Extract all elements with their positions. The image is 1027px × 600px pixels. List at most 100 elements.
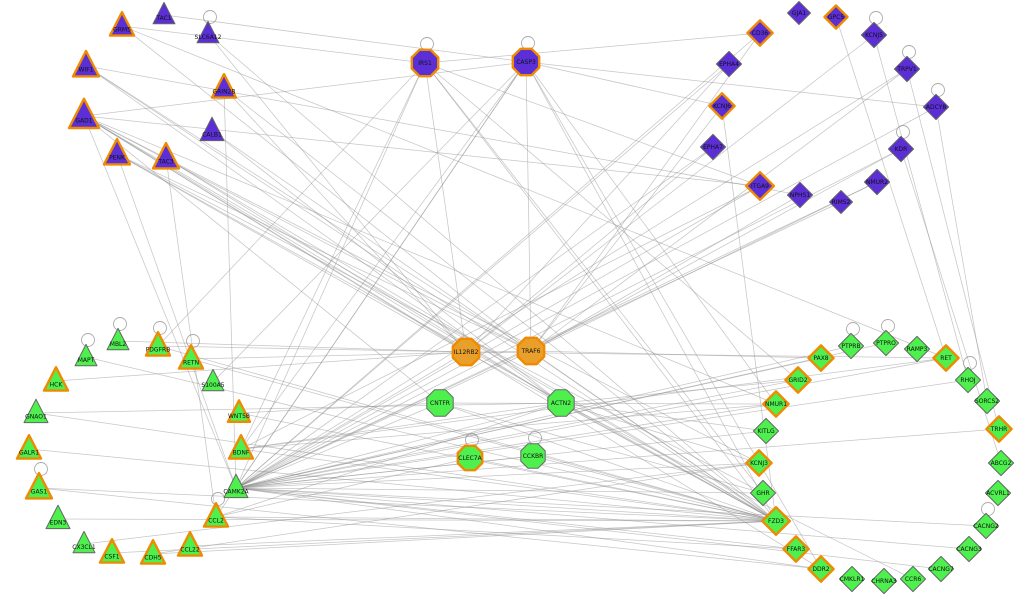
diamond-node-shape[interactable] [872, 329, 900, 357]
triangle-node-shape[interactable] [74, 343, 98, 367]
diamond-node-shape[interactable] [954, 366, 982, 394]
diamond-node-shape[interactable] [784, 366, 812, 394]
diamond-node-shape[interactable] [762, 390, 790, 418]
diamond-node-shape[interactable] [823, 4, 849, 30]
node-acvrl1[interactable]: ACVRL1 [984, 479, 1012, 507]
node-cx3cl1[interactable]: CX3CL1 [72, 530, 96, 554]
triangle-node-shape[interactable] [108, 10, 136, 37]
triangle-node-shape[interactable] [45, 504, 71, 530]
node-cd36[interactable]: CD36 [746, 19, 774, 47]
node-clec7a[interactable]: CLEC7A [456, 444, 484, 472]
octagon-node-shape[interactable] [547, 389, 575, 417]
node-fzd3[interactable]: FZD3 [761, 506, 791, 536]
node-nmur2[interactable]: NMUR2 [863, 168, 891, 196]
diamond-node-shape[interactable] [787, 1, 811, 25]
node-kitlg[interactable]: KITLG [752, 417, 780, 445]
triangle-node-shape[interactable] [106, 327, 130, 351]
node-grm5[interactable]: GRM5 [108, 10, 136, 37]
diamond-node-shape[interactable] [715, 50, 743, 78]
octagon-node-shape[interactable] [456, 444, 484, 472]
triangle-node-shape[interactable] [139, 539, 167, 565]
triangle-node-shape[interactable] [102, 137, 132, 166]
diamond-node-shape[interactable] [932, 344, 960, 372]
node-gja1[interactable]: GJA1 [787, 1, 811, 25]
triangle-node-shape[interactable] [23, 398, 49, 424]
node-gas1[interactable]: GAS1 [24, 471, 54, 500]
node-kcnj5[interactable]: KCNJ5 [860, 21, 888, 49]
diamond-node-shape[interactable] [829, 190, 853, 214]
node-slc6a12[interactable]: SLC6A12 [195, 20, 222, 44]
diamond-node-shape[interactable] [985, 415, 1013, 443]
node-gad1[interactable]: GAD1 [67, 97, 101, 130]
diamond-node-shape[interactable] [870, 567, 898, 595]
node-casp3[interactable]: CASP3 [511, 47, 541, 77]
diamond-node-shape[interactable] [749, 479, 777, 507]
node-kdr[interactable]: KDR [887, 135, 915, 163]
diamond-node-shape[interactable] [972, 512, 1000, 540]
triangle-node-shape[interactable] [210, 72, 238, 99]
node-kcnj3[interactable]: KCNJ3 [745, 449, 773, 477]
node-il12rb2[interactable]: IL12RB2 [451, 337, 481, 367]
node-abcg2[interactable]: ABCG2 [987, 449, 1015, 477]
node-rims2[interactable]: RIMS2 [829, 190, 853, 214]
node-cmklr1[interactable]: CMKLR1 [838, 565, 866, 593]
diamond-node-shape[interactable] [699, 133, 727, 161]
octagon-node-shape[interactable] [451, 337, 481, 367]
diamond-node-shape[interactable] [786, 181, 814, 209]
diamond-node-shape[interactable] [807, 555, 835, 583]
node-ptpro[interactable]: PTPRO [872, 329, 900, 357]
triangle-node-shape[interactable] [226, 399, 252, 423]
node-gnao1[interactable]: GNAO1 [23, 398, 49, 424]
triangle-node-shape[interactable] [67, 97, 101, 130]
triangle-node-shape[interactable] [151, 141, 181, 170]
diamond-node-shape[interactable] [807, 344, 835, 372]
node-pax8[interactable]: PAX8 [807, 344, 835, 372]
triangle-node-shape[interactable] [201, 368, 225, 392]
diamond-node-shape[interactable] [922, 93, 950, 121]
triangle-node-shape[interactable] [72, 530, 96, 554]
diamond-node-shape[interactable] [987, 449, 1015, 477]
node-bdnf[interactable]: BDNF [227, 434, 255, 460]
diamond-node-shape[interactable] [893, 55, 921, 83]
triangle-node-shape[interactable] [199, 116, 225, 142]
diamond-node-shape[interactable] [761, 506, 791, 536]
diamond-node-shape[interactable] [746, 19, 774, 47]
diamond-node-shape[interactable] [837, 332, 865, 360]
diamond-node-shape[interactable] [927, 555, 955, 583]
node-penk[interactable]: PENK [102, 137, 132, 166]
diamond-node-shape[interactable] [903, 335, 931, 363]
diamond-node-shape[interactable] [955, 535, 983, 563]
triangle-node-shape[interactable] [202, 502, 230, 528]
node-trpv1[interactable]: TRPV1 [893, 55, 921, 83]
node-cacng3[interactable]: CACNG3 [955, 535, 983, 563]
octagon-node-shape[interactable] [426, 389, 454, 417]
node-ccr6[interactable]: CCR6 [899, 565, 927, 593]
node-irs1[interactable]: IRS1 [410, 48, 440, 78]
diamond-node-shape[interactable] [745, 170, 775, 202]
node-s100a5[interactable]: S100A5 [201, 368, 225, 392]
node-csf1[interactable]: CSF1 [98, 538, 126, 564]
diamond-node-shape[interactable] [899, 565, 927, 593]
triangle-node-shape[interactable] [98, 538, 126, 564]
node-actn2[interactable]: ACTN2 [547, 389, 575, 417]
node-trhr[interactable]: TRHR [985, 415, 1013, 443]
node-mbl2[interactable]: MBL2 [106, 327, 130, 351]
node-tac1[interactable]: TAC1 [152, 1, 176, 25]
node-ddr2[interactable]: DDR2 [807, 555, 835, 583]
node-rhoj[interactable]: RHOJ [954, 366, 982, 394]
node-hck[interactable]: HCK [42, 366, 70, 392]
node-cacng2[interactable]: CACNG2 [972, 512, 1000, 540]
node-calb1[interactable]: CALB1 [199, 116, 225, 142]
node-kcnj6[interactable]: KCNJ6 [708, 92, 736, 120]
node-epha4[interactable]: EPHA4 [715, 50, 743, 78]
diamond-node-shape[interactable] [860, 21, 888, 49]
octagon-node-shape[interactable] [410, 48, 440, 78]
triangle-node-shape[interactable] [152, 1, 176, 25]
triangle-node-shape[interactable] [177, 344, 205, 370]
node-cntfr[interactable]: CNTFR [426, 389, 454, 417]
triangle-node-shape[interactable] [176, 531, 204, 557]
node-grin2b[interactable]: GRIN2B [210, 72, 238, 99]
node-ffar3[interactable]: FFAR3 [782, 535, 810, 563]
node-mapt[interactable]: MAPT [74, 343, 98, 367]
